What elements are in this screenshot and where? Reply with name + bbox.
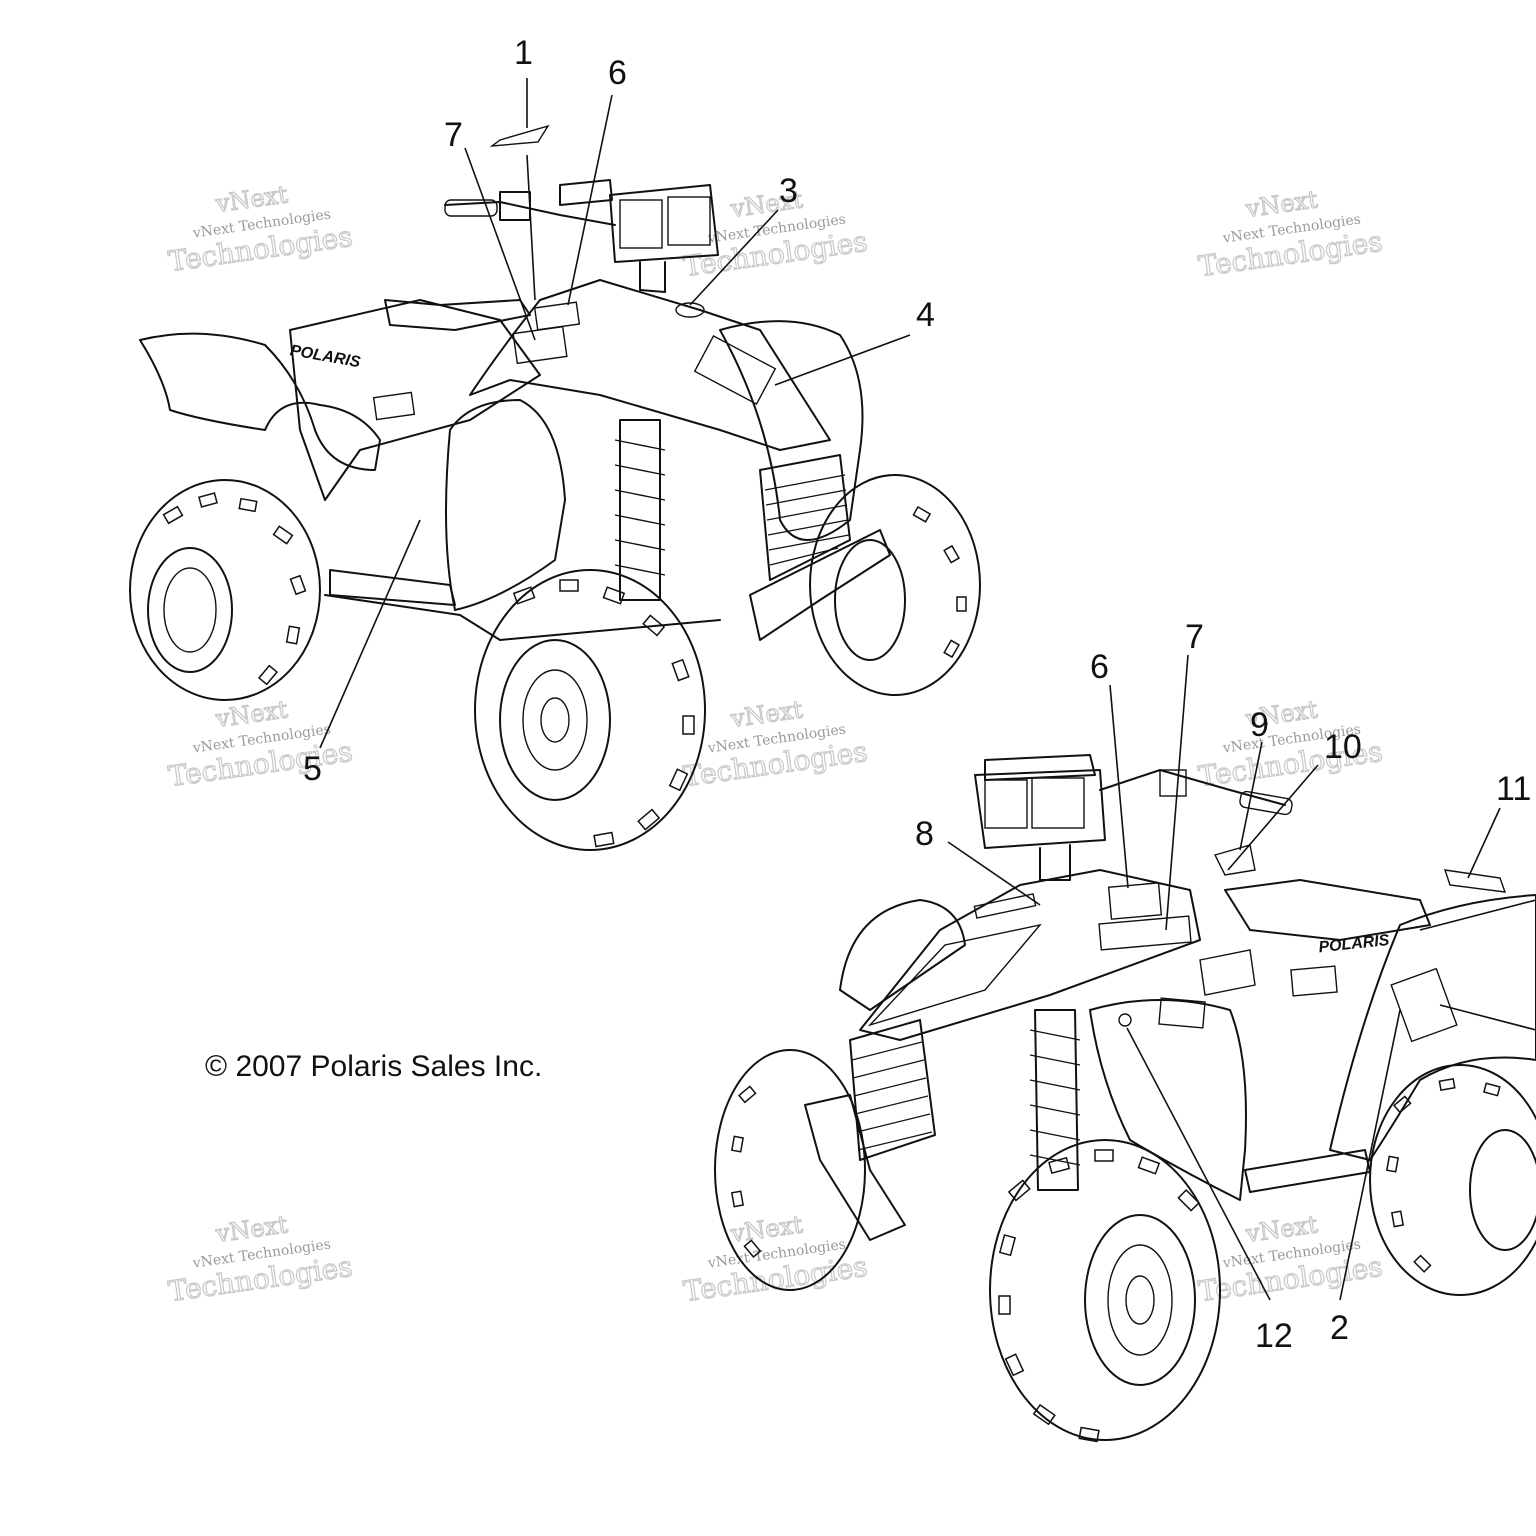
hood [469, 279, 831, 451]
callout-8: 8 [915, 815, 934, 853]
decal-7-top [512, 325, 568, 365]
front-rim-left [499, 639, 611, 801]
callout-7: 7 [444, 116, 463, 154]
front-tire-left [714, 1049, 866, 1291]
side-panel [289, 299, 541, 501]
front-spring [1029, 1009, 1081, 1191]
side-decal [1290, 965, 1338, 997]
polaris-logo: POLARIS [1318, 932, 1391, 956]
front-bumper [804, 1094, 906, 1241]
decal-6-top [533, 301, 581, 331]
rear-rim [147, 547, 233, 673]
front-bumper [749, 529, 891, 641]
callout-10: 10 [1324, 728, 1362, 766]
callout-1: 1 [514, 34, 533, 72]
decal-11 [1443, 869, 1507, 893]
headlight-stem [639, 261, 666, 293]
hood [859, 869, 1201, 1041]
callout-6: 6 [1090, 648, 1109, 686]
watermarks: vNext vNext Technologies Technologies vN… [166, 180, 1385, 1309]
tread-pattern [730, 1077, 1501, 1443]
headlight-pod [974, 769, 1106, 849]
rear-tire [1369, 1064, 1536, 1296]
rear-tire [129, 479, 321, 701]
grip-right [1239, 790, 1293, 816]
watermark: vNext vNext Technologies Technologies [166, 180, 355, 279]
front-rim-right [834, 539, 906, 661]
watermark: vNext vNext Technologies Technologies [166, 695, 355, 794]
decal-1 [489, 124, 550, 147]
decal-8 [973, 893, 1037, 919]
grip-left [444, 199, 498, 217]
watermark-vnext: vNext [728, 695, 804, 733]
decal-6-bottom [1107, 882, 1163, 920]
rear-rim [1469, 1129, 1536, 1251]
rear-decal [1390, 967, 1458, 1043]
side-vents [1199, 949, 1256, 996]
decal-12 [1118, 1013, 1132, 1027]
headlight-pod [609, 184, 719, 263]
watermark-vnext: vNext [1243, 185, 1319, 223]
front-tire-left [474, 569, 706, 851]
callout-9: 9 [1250, 706, 1269, 744]
grille-mesh [851, 1041, 933, 1151]
rear-fender [1329, 894, 1536, 1161]
leader-lines-top [319, 78, 911, 749]
hood-decal [693, 334, 777, 406]
watermark: vNext vNext Technologies Technologies [1196, 1210, 1385, 1309]
rear-fender [139, 332, 381, 471]
copyright-notice: © 2007 Polaris Sales Inc. [205, 1050, 542, 1083]
footrest [329, 569, 456, 606]
callout-11: 11 [1496, 770, 1531, 808]
hood-decal [867, 923, 1042, 1027]
handlebar [1099, 769, 1286, 806]
watermark-vnext: vNext [213, 1210, 289, 1248]
headlight-stem [1039, 844, 1071, 881]
front-rim-right [1084, 1214, 1196, 1386]
decal-3 [675, 302, 705, 318]
seat [1224, 879, 1431, 941]
tread-pattern [162, 492, 967, 848]
front-spring [614, 419, 666, 601]
decal-9 [1213, 844, 1256, 876]
seat [384, 299, 531, 331]
front-tire-right [809, 474, 981, 696]
front-fender-left [839, 899, 966, 1011]
callout-6: 6 [608, 54, 627, 92]
watermark: vNext vNext Technologies Technologies [681, 185, 870, 284]
callout-4: 4 [916, 296, 935, 334]
callout-12: 12 [1255, 1317, 1293, 1355]
callout-3: 3 [779, 172, 798, 210]
polaris-logo: POLARIS [289, 342, 362, 371]
front-fender-right [1089, 999, 1247, 1201]
callout-2: 2 [1330, 1309, 1349, 1347]
atv-top-illustration: POLARIS [129, 34, 981, 851]
callout-5: 5 [303, 750, 322, 788]
front-tire-right [989, 1139, 1221, 1441]
watermark: vNext vNext Technologies Technologies [166, 1210, 355, 1309]
vent-decal [1158, 997, 1206, 1029]
watermark-vnext: vNext [728, 1210, 804, 1248]
watermark: vNext vNext Technologies Technologies [681, 1210, 870, 1309]
watermark-vnext: vNext [213, 180, 289, 218]
front-fender-right [719, 320, 864, 541]
front-fender-left [445, 399, 566, 611]
callout-7: 7 [1185, 618, 1204, 656]
atv-bottom-illustration: POLARIS [714, 618, 1536, 1443]
watermark: vNext vNext Technologies Technologies [1196, 185, 1385, 284]
frame-lower [324, 594, 721, 641]
grille [759, 454, 851, 581]
decal-7-bottom [1098, 915, 1192, 951]
leader-lines-bottom [947, 654, 1536, 1301]
watermark-vnext: vNext [1243, 1210, 1319, 1248]
side-decal [372, 391, 416, 421]
